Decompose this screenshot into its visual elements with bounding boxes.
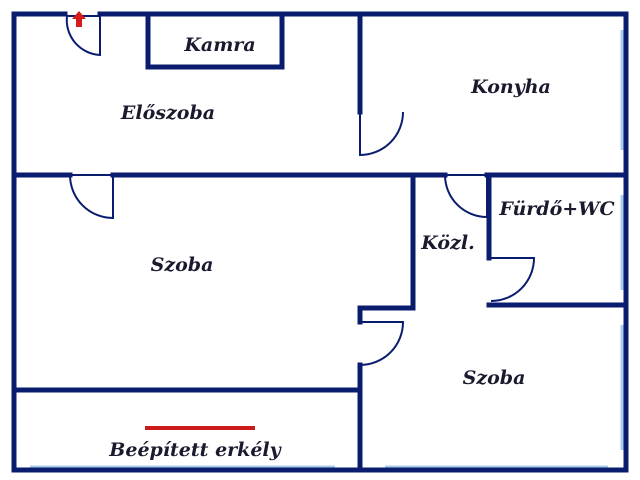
door-konyha (359, 111, 404, 157)
room-label-kozl: Közl. (420, 232, 474, 254)
room-label-szoba-right: Szoba (463, 367, 526, 389)
entry-arrow-icon (72, 11, 86, 27)
door-szoba-right (359, 321, 405, 366)
room-label-furdo: Fürdő+WC (498, 198, 614, 220)
room-label-konyha: Konyha (470, 76, 551, 98)
room-label-kamra: Kamra (183, 34, 255, 56)
door-furdo (490, 257, 536, 302)
walls (11, 11, 629, 473)
door-entrance (65, 15, 101, 57)
door-kozl (444, 174, 488, 219)
room-label-erkely: Beépített erkély (108, 439, 282, 461)
doors (65, 15, 536, 366)
room-label-szoba-left: Szoba (151, 254, 214, 276)
room-label-eloszoba: Előszoba (120, 102, 215, 124)
door-szoba-left (69, 174, 114, 220)
